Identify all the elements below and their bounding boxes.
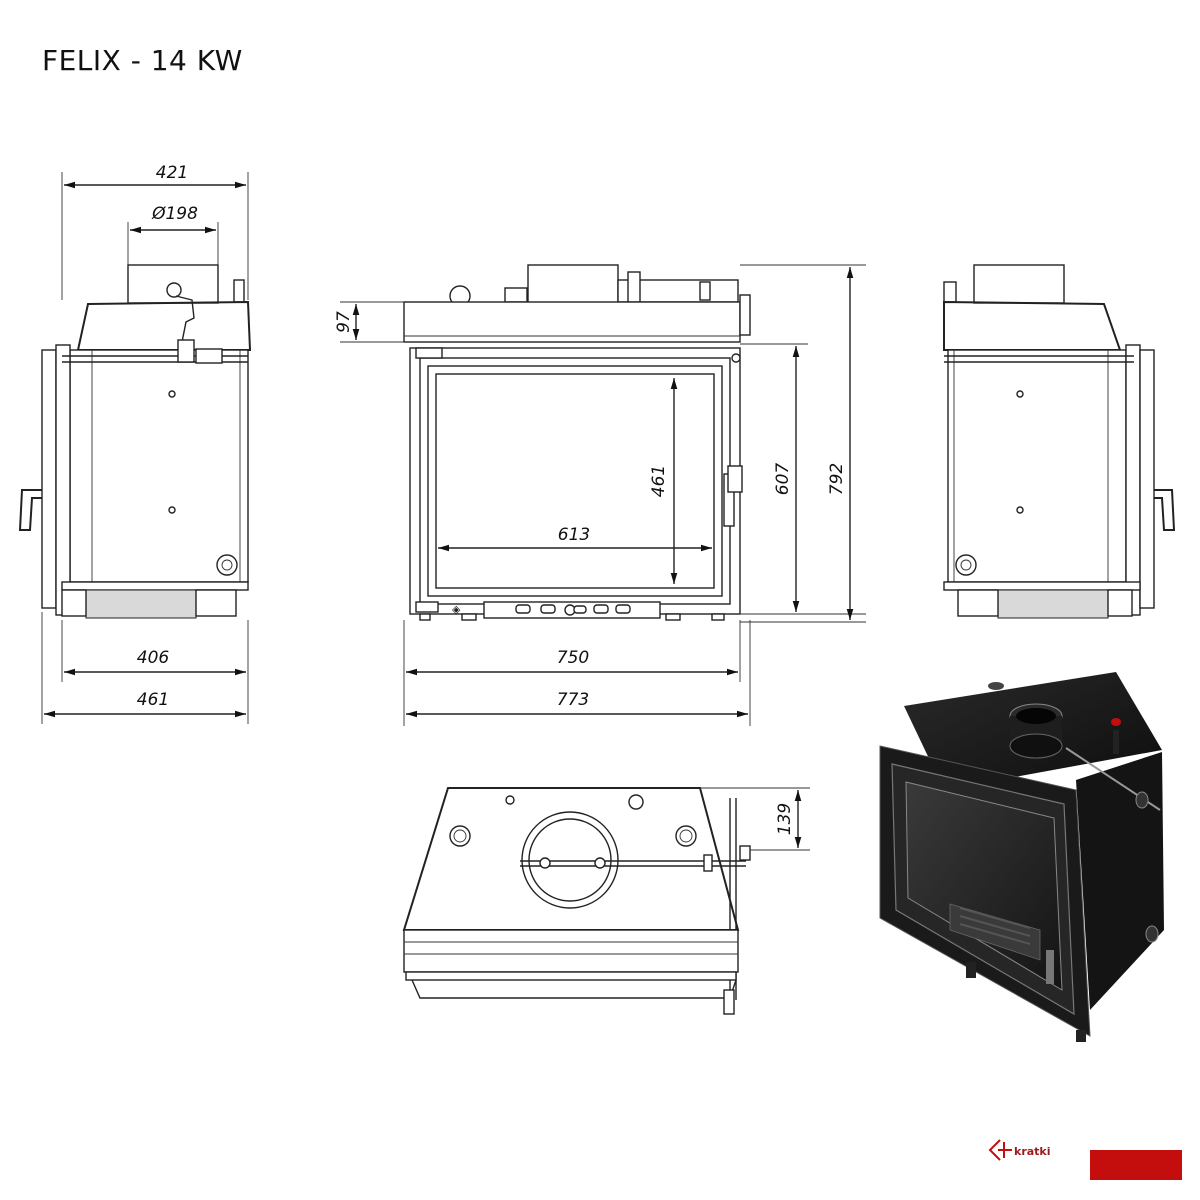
dim-glass-width: 613 — [558, 525, 590, 545]
dim-glass-height: 461 — [649, 465, 669, 497]
side-view-right — [943, 264, 1176, 619]
dim-top-offset: 139 — [775, 803, 795, 835]
dim-flue-diameter: Ø198 — [151, 204, 198, 224]
front-view: ◈ 97 461 613 607 792 750 773 — [334, 264, 866, 726]
dim-front-total-width: 773 — [557, 690, 589, 710]
brand-name: kratki — [1014, 1145, 1051, 1158]
drawing-title: FELIX - 14 KW — [42, 44, 243, 77]
product-render — [879, 672, 1164, 1042]
side-view-left: 421 Ø198 — [18, 163, 252, 724]
brand-color-bar — [1090, 1150, 1182, 1180]
dim-front-top-height: 97 — [334, 311, 354, 333]
dim-front-inner-width: 750 — [557, 648, 589, 668]
dim-side-base-depth: 406 — [137, 648, 170, 668]
dim-door-height: 607 — [773, 463, 793, 496]
dim-total-height: 792 — [827, 463, 847, 495]
dim-side-top-width: 421 — [156, 163, 188, 183]
dim-side-total-depth: 461 — [137, 690, 169, 710]
svg-text:◈: ◈ — [452, 603, 461, 616]
top-view: 139 — [402, 787, 810, 1015]
brand-logo: kratki — [988, 1139, 1182, 1180]
